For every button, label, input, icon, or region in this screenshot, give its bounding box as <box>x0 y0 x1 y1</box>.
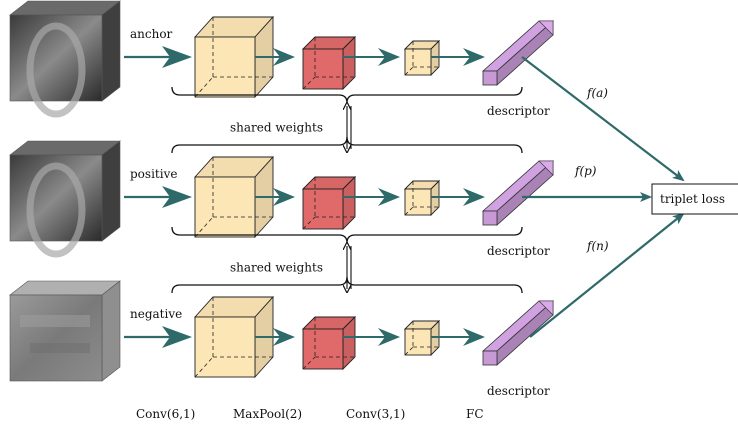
arrow-conv1-pool <box>255 188 295 206</box>
shared-weights-label: shared weights <box>230 261 323 275</box>
arrow-conv1-pool <box>255 328 295 346</box>
input-label-positive: positive <box>130 167 177 181</box>
triplet-loss-label: triplet loss <box>660 192 725 206</box>
arrow-pool-conv2 <box>343 48 400 66</box>
descriptor-label-negative: descriptor <box>487 384 550 398</box>
layer-label-2: Conv(3,1) <box>346 407 405 421</box>
shared-weights-label: shared weights <box>230 121 323 135</box>
input-patch-anchor <box>9 0 121 118</box>
input-label-anchor: anchor <box>130 27 173 41</box>
input-arrow-negative <box>124 326 192 348</box>
conv1-block <box>193 15 275 99</box>
fc-descriptor-bar <box>481 20 555 86</box>
arrow-conv2-fc <box>431 328 485 346</box>
input-label-negative: negative <box>130 307 182 321</box>
arrow-pool-conv2 <box>343 188 400 206</box>
maxpool-block <box>301 315 357 371</box>
layer-label-3: FC <box>466 407 484 421</box>
conv2-block <box>403 319 441 357</box>
descriptor-label-anchor: descriptor <box>487 104 550 118</box>
output-label-positive: f(p) <box>574 164 597 178</box>
branch-anchor: anchor descriptor <box>9 0 555 118</box>
maxpool-block <box>301 175 357 231</box>
branch-positive: positive descriptor <box>9 136 555 258</box>
branch-negative: negative descriptor <box>9 276 555 398</box>
output-label-anchor: f(a) <box>586 86 608 100</box>
maxpool-block <box>301 35 357 91</box>
arrow-pool-conv2 <box>343 328 400 346</box>
input-patch-negative <box>9 280 121 382</box>
output-label-negative: f(n) <box>586 239 609 253</box>
arrow-conv2-fc <box>431 188 485 206</box>
arrow-conv1-pool <box>255 48 295 66</box>
conv2-block <box>403 39 441 77</box>
input-arrow-positive <box>124 186 192 208</box>
layer-label-1: MaxPool(2) <box>233 407 302 421</box>
layer-label-0: Conv(6,1) <box>136 407 195 421</box>
arrow-conv2-fc <box>431 48 485 66</box>
output-arrow-n <box>529 212 685 338</box>
descriptor-label-positive: descriptor <box>487 244 550 258</box>
input-arrow-anchor <box>124 46 192 68</box>
triplet-loss-box <box>651 183 738 215</box>
output-arrow-a <box>521 56 685 182</box>
fc-descriptor-bar <box>481 160 555 226</box>
input-patch-positive <box>9 140 121 258</box>
fc-descriptor-bar <box>481 300 555 366</box>
